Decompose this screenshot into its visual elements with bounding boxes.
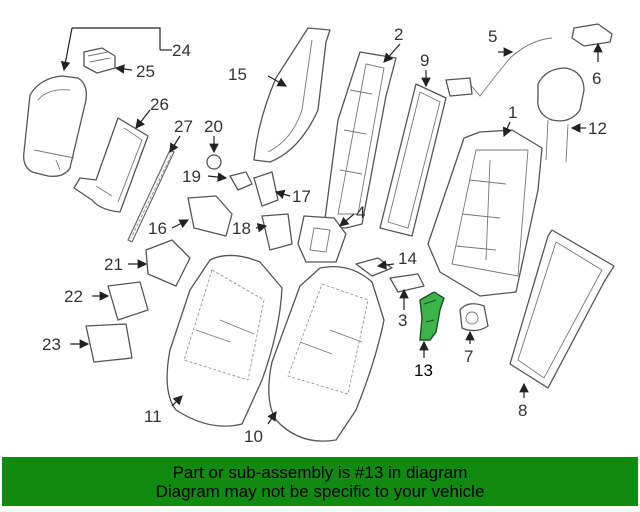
part-12-headrest <box>537 67 585 163</box>
callout-13: 13 <box>414 361 433 380</box>
callout-23: 23 <box>42 335 61 354</box>
part-23-cover <box>85 323 133 363</box>
footer-line-2: Diagram may not be specific to your vehi… <box>155 481 485 501</box>
callout-3: 3 <box>398 311 407 330</box>
callout-15: 15 <box>228 65 247 84</box>
callout-6: 6 <box>592 69 601 88</box>
part-14-bracket <box>355 257 393 277</box>
part-25-switch <box>83 47 116 74</box>
part-15-upper-cover <box>253 27 331 163</box>
callout-17: 17 <box>292 187 311 206</box>
callout-19: 19 <box>182 167 201 186</box>
callout-20: 20 <box>204 117 223 136</box>
part-19-clip <box>229 171 253 191</box>
callout-11: 11 <box>144 407 162 426</box>
part-7-fitting <box>459 303 489 332</box>
callout-1: 1 <box>508 103 517 122</box>
callout-25: 25 <box>136 62 155 81</box>
callout-5: 5 <box>488 27 497 46</box>
callout-24: 24 <box>172 41 191 60</box>
part-8-rear-panel <box>509 229 615 389</box>
part-22-cover <box>107 281 149 321</box>
part-13-highlighted-bracket <box>419 291 445 341</box>
part-9-panel <box>379 83 447 237</box>
callout-27: 27 <box>174 117 193 136</box>
part-11-left-seat-cushion <box>166 254 283 427</box>
callout-14: 14 <box>398 249 417 268</box>
part-5-cable <box>445 37 553 97</box>
footer-banner: Part or sub-assembly is #13 in diagram D… <box>2 457 638 506</box>
leader-lines <box>64 27 603 425</box>
part-4-bracket <box>297 215 347 263</box>
part-24-armrest <box>23 75 87 177</box>
callout-7: 7 <box>464 347 473 366</box>
part-3-bracket <box>389 273 425 293</box>
part-16-bracket <box>187 195 233 237</box>
callout-22: 22 <box>64 287 83 306</box>
callout-2: 2 <box>394 25 403 44</box>
part-10-right-seat-cushion <box>268 265 385 442</box>
part-6-clip <box>571 23 613 47</box>
parts-diagram: 24 25 26 27 20 19 17 16 18 21 22 23 15 2… <box>23 23 615 446</box>
part-17-bracket <box>253 171 279 207</box>
part-18-bracket <box>261 213 293 251</box>
part-21-cover <box>145 239 191 287</box>
callout-4: 4 <box>356 203 365 222</box>
callout-10: 10 <box>244 427 263 446</box>
part-26-side-panel <box>73 117 149 213</box>
callout-8: 8 <box>518 401 527 420</box>
callout-18: 18 <box>232 219 251 238</box>
part-2-frame <box>323 51 397 229</box>
callout-16: 16 <box>148 219 167 238</box>
callout-9: 9 <box>420 51 429 70</box>
part-1-backrest-frame <box>427 129 543 297</box>
callout-12: 12 <box>588 119 607 138</box>
callout-26: 26 <box>150 95 169 114</box>
footer-line-1: Part or sub-assembly is #13 in diagram <box>172 462 468 482</box>
callout-21: 21 <box>104 255 123 274</box>
part-20-knob <box>206 154 222 170</box>
